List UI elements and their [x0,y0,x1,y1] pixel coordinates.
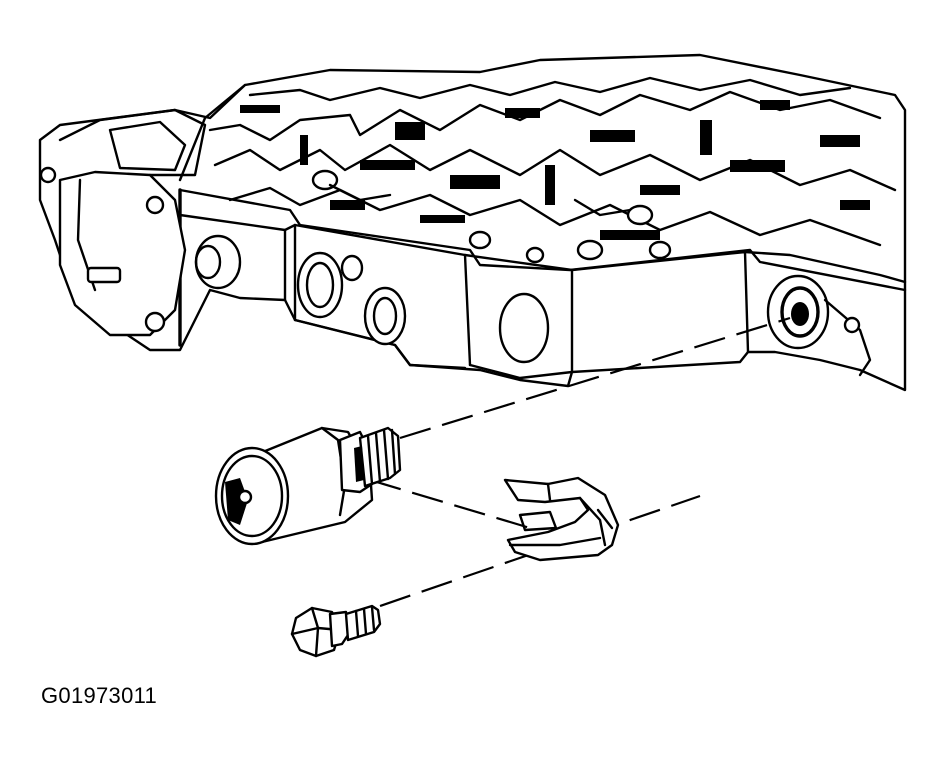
assembly-lines [369,316,791,608]
valve-body-channels [208,76,897,264]
solenoid [214,426,402,546]
figure-id-label: G01973011 [41,683,158,708]
bolt [290,604,382,658]
retaining-clip [503,476,620,562]
valve-body [38,53,907,392]
